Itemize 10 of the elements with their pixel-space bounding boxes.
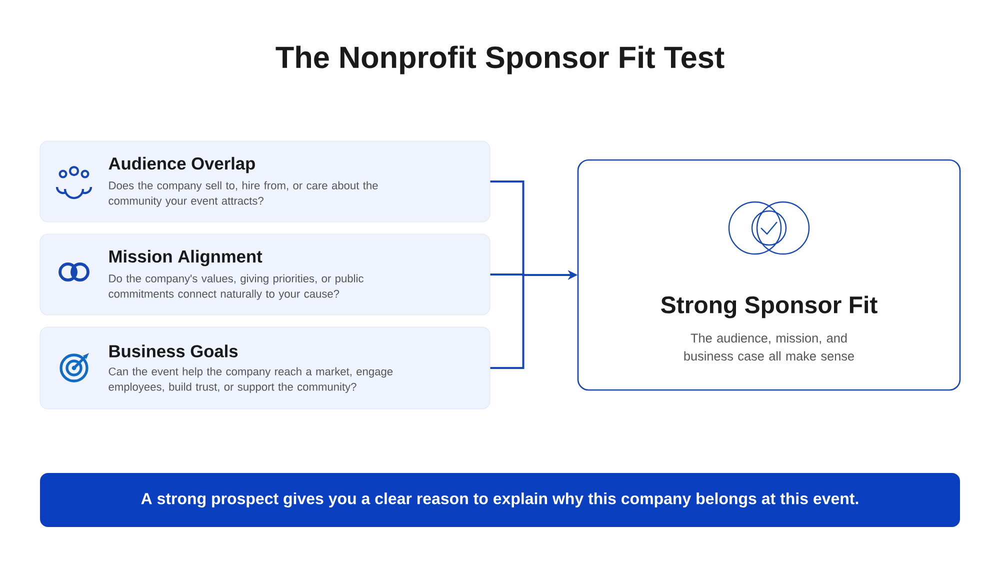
- result-description: The audience, mission, and business case all make sense: [684, 333, 854, 361]
- card-heading: Mission Alignment: [109, 250, 262, 266]
- result-heading: Strong Sponsor Fit: [661, 296, 878, 318]
- banner: A strong prospect gives you a clear reason to explain why this company belongs at this event.: [40, 473, 960, 527]
- card-description: Can the event help the company reach a market, engage employees, build trust, or support the community?: [108, 367, 393, 393]
- card-heading: Business Goals: [109, 344, 238, 358]
- title: The Nonprofit Sponsor Fit Test: [276, 46, 724, 74]
- card-heading: Audience Overlap: [108, 156, 255, 174]
- card-description: Do the company's values, giving priorities, or public commitments connect naturally to your cause?: [108, 274, 364, 300]
- card-description: Does the company sell to, hire from, or care about the community your event attracts?: [108, 181, 378, 207]
